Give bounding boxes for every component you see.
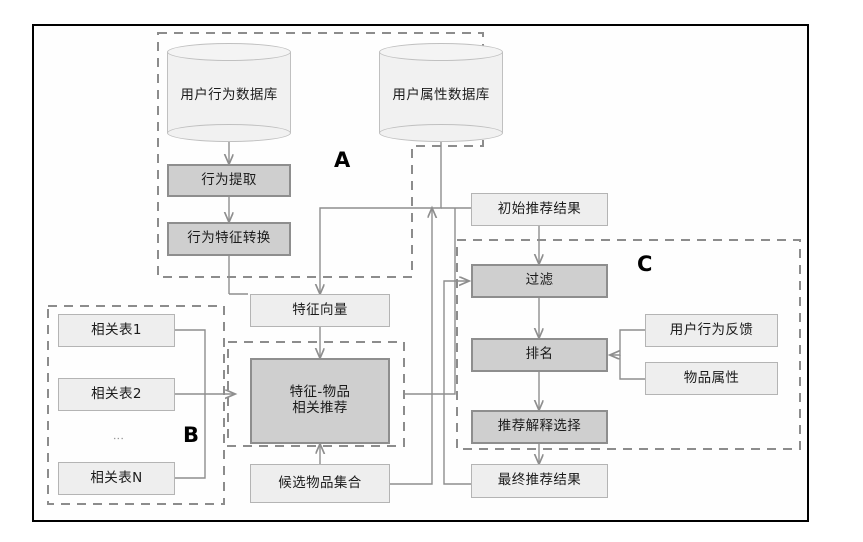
cylinder-body (167, 52, 291, 133)
node-item-attribute-label: 物品属性 (683, 369, 740, 386)
node-behavior-feature-conversion[interactable]: 行为特征转换 (167, 222, 291, 256)
node-filter[interactable]: 过滤 (471, 264, 608, 298)
cylinder-top (379, 43, 503, 61)
node-initial-rec-result[interactable]: 初始推荐结果 (471, 193, 608, 226)
database-user-behavior[interactable]: 用户行为数据库 (167, 43, 291, 142)
cylinder-body (379, 52, 503, 133)
node-candidate-item-set[interactable]: 候选物品集合 (250, 464, 390, 503)
node-user-behavior-feedback-label: 用户行为反馈 (669, 321, 754, 338)
node-relation-table-n[interactable]: 相关表N (58, 462, 175, 495)
node-behavior-extraction[interactable]: 行为提取 (167, 164, 291, 197)
cylinder-bottom (167, 124, 291, 142)
database-user-behavior-label: 用户行为数据库 (180, 86, 278, 103)
node-behavior-feature-conversion-label: 行为特征转换 (187, 230, 271, 247)
node-relation-table-1[interactable]: 相关表1 (58, 314, 175, 347)
cylinder-bottom (379, 124, 503, 142)
node-feature-item-recommendation[interactable]: 特征-物品 相关推荐 (250, 358, 390, 444)
node-feature-vector-label: 特征向量 (292, 301, 348, 318)
node-relation-table-1-label: 相关表1 (91, 321, 142, 338)
node-relation-table-2[interactable]: 相关表2 (58, 378, 175, 411)
node-explanation-selection-label: 推荐解释选择 (497, 418, 582, 435)
node-feature-item-recommendation-label: 特征-物品 相关推荐 (289, 384, 351, 416)
node-feature-vector[interactable]: 特征向量 (250, 294, 390, 327)
node-initial-rec-result-label: 初始推荐结果 (497, 200, 582, 217)
node-ranking[interactable]: 排名 (471, 338, 608, 372)
node-relation-table-n-label: 相关表N (90, 469, 143, 486)
node-relation-table-2-label: 相关表2 (91, 385, 142, 402)
node-filter-label: 过滤 (525, 272, 554, 289)
group-label-b: B (183, 423, 200, 447)
cylinder-top (167, 43, 291, 61)
group-label-c: C (637, 252, 653, 276)
relation-tables-ellipsis: ⋮ (112, 432, 125, 444)
node-user-behavior-feedback[interactable]: 用户行为反馈 (645, 314, 778, 347)
node-behavior-extraction-label: 行为提取 (201, 171, 257, 188)
node-final-rec-result-label: 最终推荐结果 (497, 472, 582, 489)
database-user-attribute[interactable]: 用户属性数据库 (379, 43, 503, 142)
node-ranking-label: 排名 (525, 346, 554, 363)
database-user-attribute-label: 用户属性数据库 (392, 86, 490, 103)
group-label-a: A (334, 148, 351, 172)
node-candidate-item-set-label: 候选物品集合 (278, 474, 362, 491)
node-item-attribute[interactable]: 物品属性 (645, 362, 778, 395)
node-final-rec-result[interactable]: 最终推荐结果 (471, 464, 608, 498)
node-explanation-selection[interactable]: 推荐解释选择 (471, 410, 608, 444)
